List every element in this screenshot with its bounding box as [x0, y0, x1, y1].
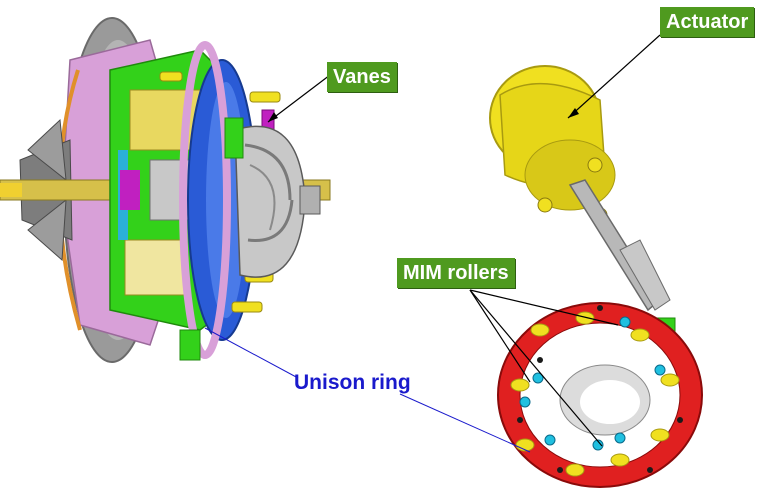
turbo-cartridge	[0, 17, 331, 363]
compressor-wheel	[234, 125, 321, 278]
unison-ring-assembly	[497, 302, 703, 488]
leader-lines	[204, 34, 661, 453]
vane-levers	[510, 311, 680, 477]
mim-rollers-label: MIM rollers	[397, 258, 515, 288]
unison-ring-label: Unison ring	[294, 371, 411, 394]
vanes-label: Vanes	[327, 62, 397, 92]
actuator-label: Actuator	[660, 7, 755, 37]
mim-rollers	[519, 316, 666, 451]
